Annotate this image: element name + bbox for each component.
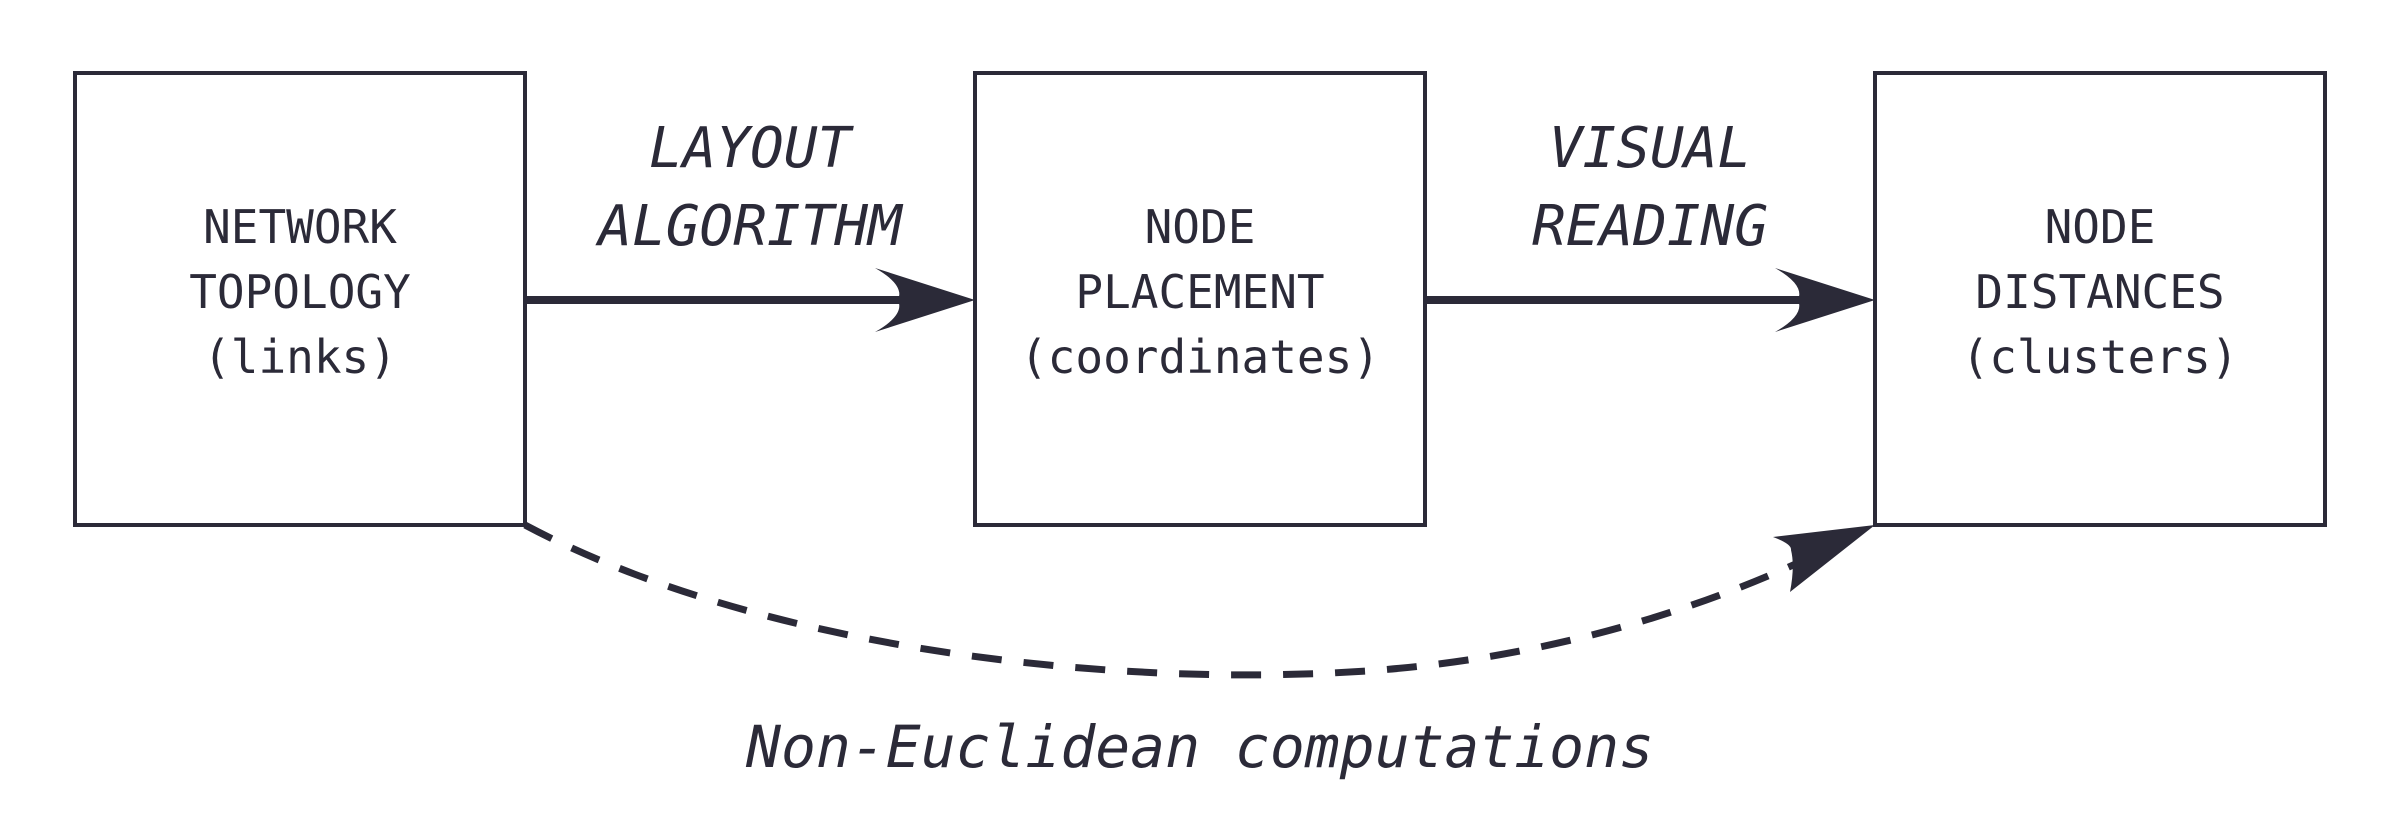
edge-non-euclidean-label: Non-Euclidean computations xyxy=(745,713,1654,781)
node-network-topology-box xyxy=(73,71,527,527)
node-node-placement-line3: (coordinates) xyxy=(1020,330,1380,384)
arrow-curve-icon xyxy=(1773,525,1875,592)
node-network-topology-line2: TOPOLOGY xyxy=(189,265,411,319)
node-node-distances-box xyxy=(1873,71,2327,527)
arrow-right-icon xyxy=(1775,268,1875,332)
node-node-placement-line2: PLACEMENT xyxy=(1075,265,1324,319)
node-node-distances-line2: DISTANCES xyxy=(1975,265,2224,319)
edge-non-euclidean-curve xyxy=(523,521,1817,679)
node-node-distances: NODE DISTANCES (clusters) xyxy=(1873,71,2327,527)
edge-non-euclidean: Non-Euclidean computations xyxy=(523,521,1875,781)
node-node-placement-box xyxy=(973,71,1427,527)
node-node-placement: NODE PLACEMENT (coordinates) xyxy=(973,71,1427,527)
node-network-topology-line3: (links) xyxy=(203,330,397,384)
edge-visual-reading-line1: VISUAL xyxy=(1549,116,1751,181)
edge-layout-algorithm-line1: LAYOUT xyxy=(649,116,855,181)
node-node-distances-line3: (clusters) xyxy=(1962,330,2239,384)
edge-layout-algorithm: LAYOUT ALGORITHM xyxy=(525,116,975,332)
node-node-placement-line1: NODE xyxy=(1145,200,1256,254)
node-node-distances-line1: NODE xyxy=(2045,200,2156,254)
edge-layout-algorithm-line2: ALGORITHM xyxy=(595,194,904,259)
node-network-topology: NETWORK TOPOLOGY (links) xyxy=(73,71,527,527)
edge-visual-reading: VISUAL READING xyxy=(1425,116,1875,332)
edge-visual-reading-line2: READING xyxy=(1532,194,1768,259)
arrow-right-icon xyxy=(875,268,975,332)
node-network-topology-line1: NETWORK xyxy=(203,200,397,254)
